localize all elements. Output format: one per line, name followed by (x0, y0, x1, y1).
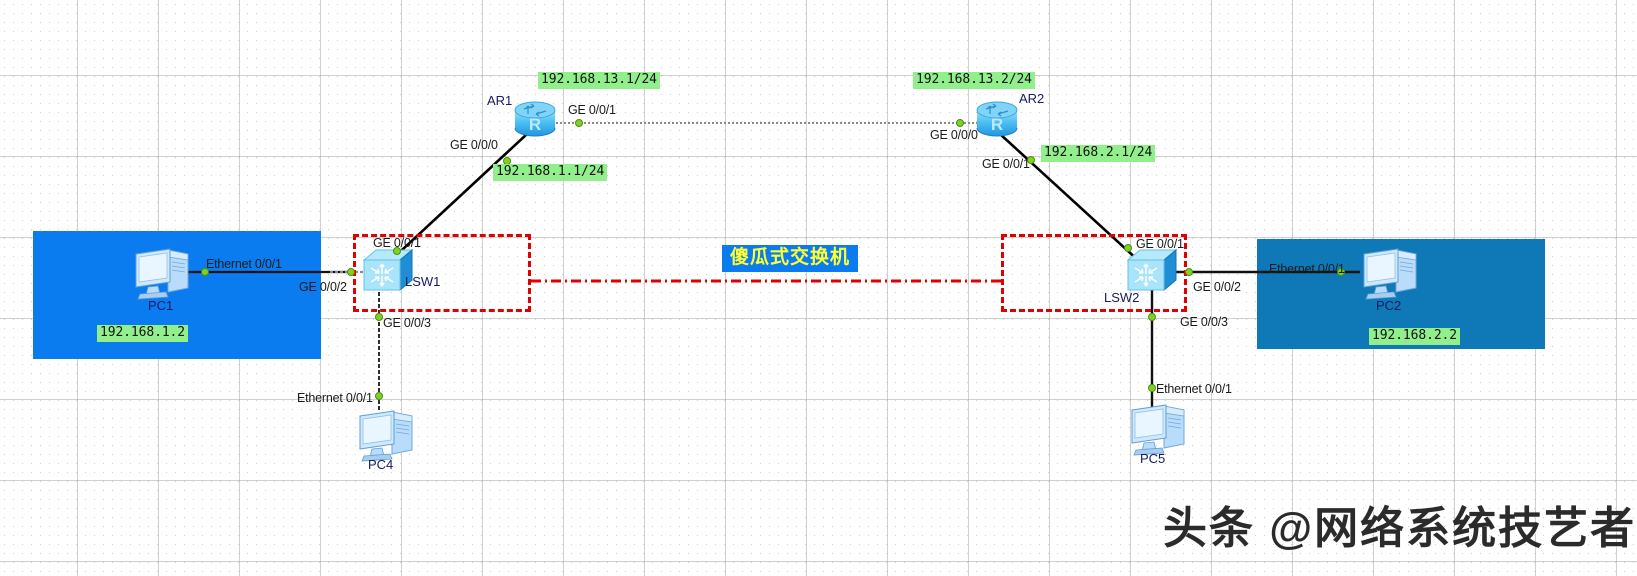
endpoint-dot-lsw2-ge0003 (1148, 313, 1156, 321)
iface-label-lsw1-ge0002: GE 0/0/2 (299, 280, 347, 294)
endpoint-dot-lsw1-ge0003 (375, 313, 383, 321)
endpoint-dot-lsw1-ge0002 (347, 268, 355, 276)
endpoint-dot-ar2-ge0000 (956, 119, 964, 127)
device-pc4[interactable] (352, 408, 418, 462)
iface-label-pc2-eth: Ethernet 0/0/1 (1269, 262, 1345, 276)
iface-label-ar2-ge0000: GE 0/0/0 (930, 128, 978, 142)
endpoint-dot-ar1-ge0001 (575, 119, 583, 127)
device-label-ar1: AR1 (487, 93, 513, 108)
device-lsw2[interactable] (1126, 248, 1178, 292)
switch-icon (1126, 248, 1178, 292)
device-label-pc5: PC5 (1140, 451, 1166, 466)
iface-label-ar2-ge0001: GE 0/0/1 (982, 157, 1030, 171)
device-label-pc4: PC4 (368, 457, 394, 472)
device-label-pc1: PC1 (148, 298, 174, 313)
link-ar2-lsw2 (999, 133, 1141, 263)
iface-label-pc1-eth: Ethernet 0/0/1 (206, 257, 282, 271)
device-label-pc2: PC2 (1376, 298, 1402, 313)
svg-text:R: R (991, 115, 1003, 134)
device-label-lsw1: LSW1 (405, 274, 441, 289)
iface-label-lsw2-ge0001: GE 0/0/1 (1136, 237, 1184, 251)
pc-icon (1363, 248, 1417, 300)
link-ar1-lsw1 (388, 133, 528, 263)
device-label-lsw2: LSW2 (1104, 290, 1140, 305)
pc-icon (359, 410, 413, 462)
device-label-ar2: AR2 (1019, 91, 1045, 106)
device-pc2[interactable] (1356, 246, 1422, 300)
caption-dumb-switch: 傻瓜式交换机 (722, 245, 859, 272)
ip-label-pc2: 192.168.2.2 (1369, 328, 1460, 345)
endpoint-dot-lsw2-ge0002 (1185, 268, 1193, 276)
endpoint-dot-pc4-eth (375, 392, 383, 400)
endpoint-dot-pc2-eth (1337, 268, 1345, 276)
device-pc1[interactable] (128, 246, 194, 300)
iface-label-lsw1-ge0003: GE 0/0/3 (383, 316, 431, 330)
iface-label-ar1-ge0001: GE 0/0/1 (568, 103, 616, 117)
iface-label-lsw2-ge0003: GE 0/0/3 (1180, 315, 1228, 329)
router-icon: R (514, 101, 556, 137)
ip-label-ar1-ge0001: 192.168.13.1/24 (538, 72, 660, 89)
endpoint-dot-ar2-ge0001 (1027, 156, 1035, 164)
router-icon: R (976, 101, 1018, 137)
watermark: 头条 @网络系统技艺者 (1163, 504, 1637, 553)
ip-label-pc1: 192.168.1.2 (97, 325, 188, 342)
iface-label-lsw2-ge0002: GE 0/0/2 (1193, 280, 1241, 294)
device-ar2[interactable]: R (974, 100, 1020, 140)
ip-label-ar1-ge0000: 192.168.1.1/24 (493, 164, 608, 181)
device-pc5[interactable] (1124, 402, 1190, 456)
endpoint-dot-pc1-eth (201, 268, 209, 276)
iface-label-lsw1-ge0001: GE 0/0/1 (373, 236, 421, 250)
pc-icon (135, 248, 189, 300)
ip-label-ar2-ge0001: 192.168.2.1/24 (1041, 145, 1156, 162)
endpoint-dot-lsw1-ge0001 (393, 247, 401, 255)
ip-label-ar2-ge0000: 192.168.13.2/24 (913, 72, 1035, 89)
endpoint-dot-pc5-eth (1148, 384, 1156, 392)
pc-icon (1131, 404, 1185, 456)
endpoint-dot-lsw2-ge0001 (1124, 244, 1132, 252)
iface-label-pc5-eth: Ethernet 0/0/1 (1156, 382, 1232, 396)
svg-text:R: R (529, 115, 541, 134)
iface-label-pc4-eth: Ethernet 0/0/1 (297, 391, 373, 405)
iface-label-ar1-ge0000: GE 0/0/0 (450, 138, 498, 152)
device-ar1[interactable]: R (512, 100, 558, 140)
